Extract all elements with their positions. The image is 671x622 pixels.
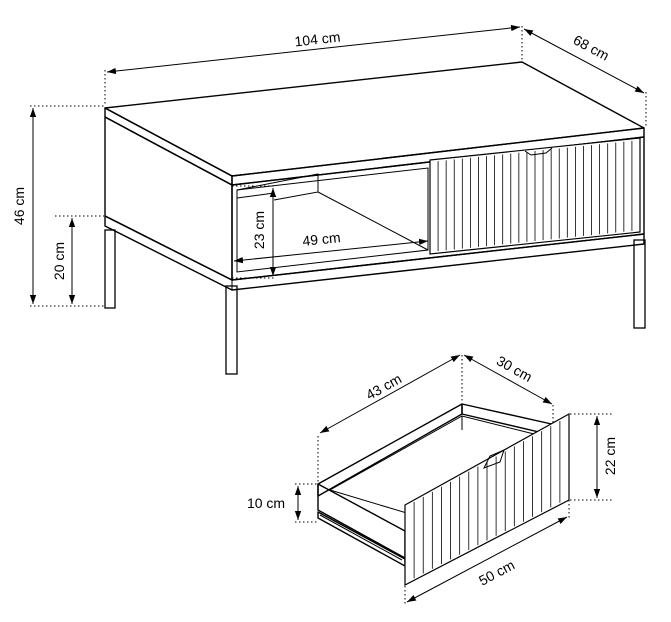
dimension-drawer-inner-depth [463, 354, 553, 405]
table-leg-front-right [633, 239, 646, 329]
drawer-handle-notch [524, 147, 553, 156]
dimension-shelf-width [233, 238, 429, 264]
label-drawer-inner-depth: 30 cm [494, 352, 535, 384]
label-table-width: 104 cm [294, 29, 341, 50]
label-table-depth: 68 cm [571, 32, 612, 64]
table-leg-front-left [225, 285, 238, 375]
table-leg-back-left [104, 229, 116, 309]
label-shelf-width: 49 cm [302, 229, 342, 249]
dimension-table-width [106, 24, 521, 75]
dimension-table-depth [523, 28, 645, 94]
dimension-drawer-inner-width [319, 354, 461, 434]
label-drawer-side-height: 10 cm [247, 495, 285, 511]
label-table-height: 46 cm [11, 187, 27, 225]
label-drawer-front-width: 50 cm [476, 557, 517, 589]
coffee-table [104, 61, 646, 375]
dimension-drawer-front-width [406, 516, 568, 603]
label-drawer-front-height: 22 cm [602, 437, 618, 475]
label-leg-height: 20 cm [51, 242, 67, 280]
label-shelf-height: 23 cm [251, 211, 267, 249]
table-drawer-front [429, 137, 641, 255]
drawer [317, 403, 570, 586]
drawer-handle [482, 449, 505, 469]
dimension-lines [29, 24, 647, 604]
